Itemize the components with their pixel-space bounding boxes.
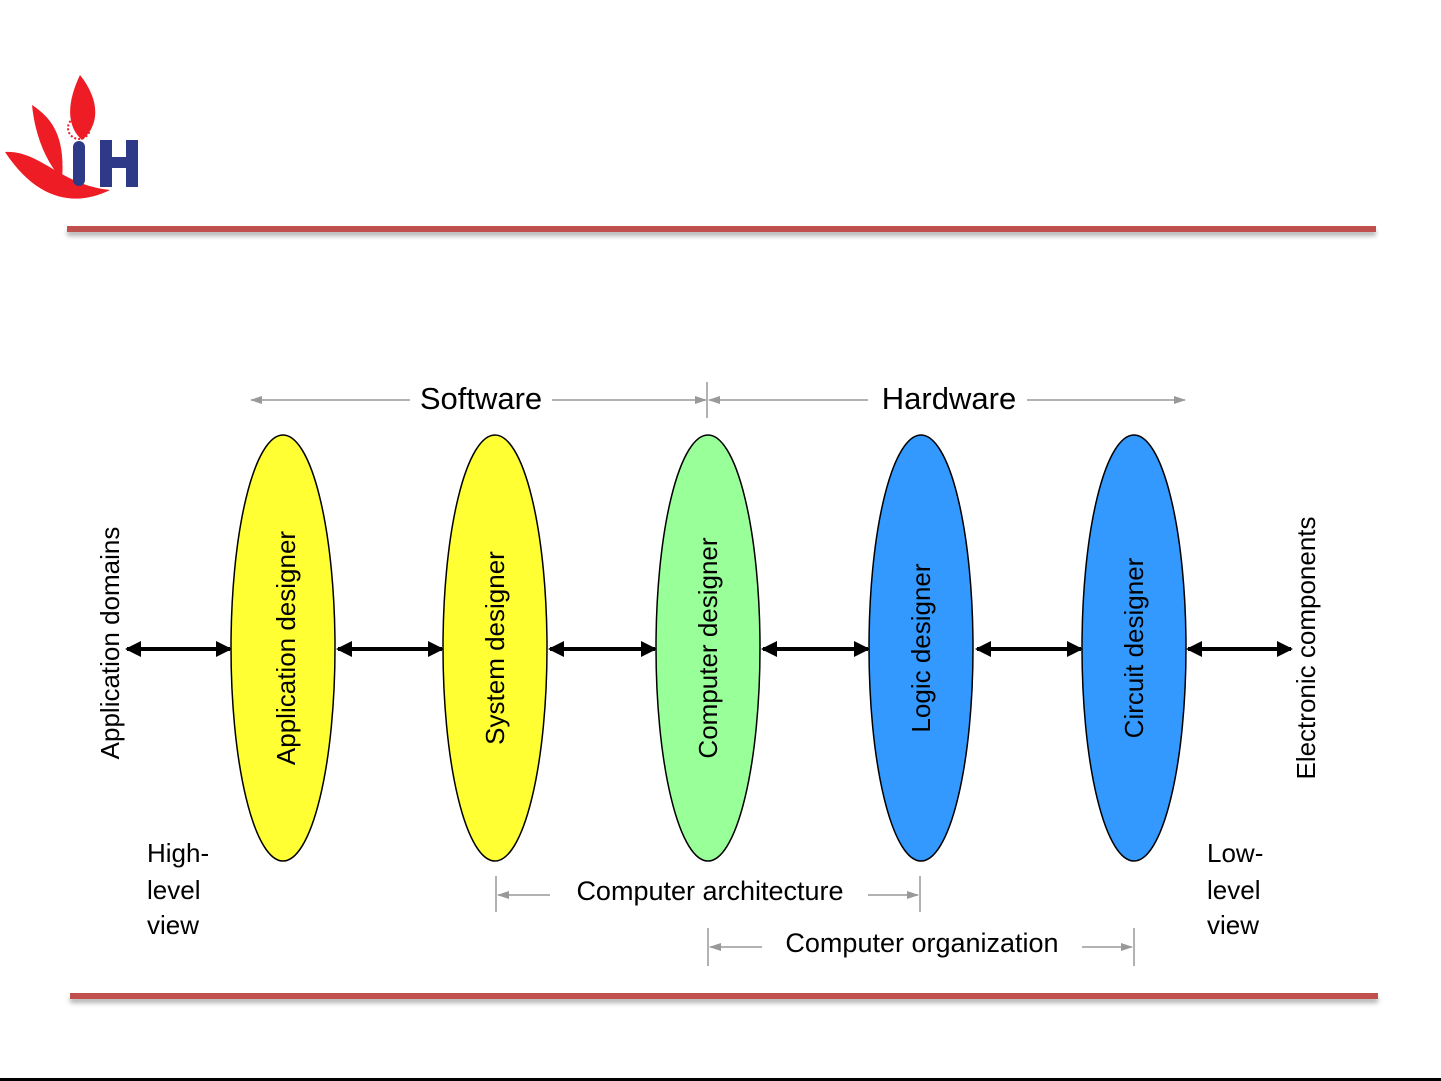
designer-label: Logic designer (906, 563, 936, 732)
computer-organization-label: Computer organization (785, 928, 1058, 958)
designer-system: System designer (442, 434, 548, 862)
university-logo (5, 75, 138, 199)
designer-label: Circuit designer (1119, 557, 1149, 738)
designer-computer: Computer designer (655, 434, 761, 862)
text-line: Low- (1207, 838, 1263, 868)
text-line: level (147, 875, 200, 905)
designer-label: System designer (480, 551, 510, 745)
computer-architecture-label: Computer architecture (576, 876, 843, 906)
hardware-range: Hardware (708, 381, 1186, 416)
application-domains-label: Application domains (95, 527, 125, 760)
designer-label: Application designer (271, 531, 301, 765)
designer-circuit: Circuit designer (1081, 434, 1187, 862)
bottom-divider (70, 993, 1378, 999)
hardware-label: Hardware (882, 381, 1016, 416)
software-range: Software (250, 381, 707, 416)
text-line: level (1207, 875, 1260, 905)
text-line: view (1207, 910, 1259, 940)
designer-logic: Logic designer (868, 434, 974, 862)
computer-organization-range: Computer organization (707, 928, 1135, 966)
text-line: view (147, 910, 199, 940)
slide-bottom-edge (0, 1078, 1441, 1081)
electronic-components-label: Electronic components (1291, 516, 1321, 779)
top-divider (67, 226, 1376, 232)
designer-application: Application designer (230, 434, 336, 862)
high-level-view-label: High- level view (147, 838, 209, 940)
text-line: High- (147, 838, 209, 868)
low-level-view-label: Low- level view (1207, 838, 1263, 940)
computer-architecture-range: Computer architecture (495, 876, 921, 912)
designer-label: Computer designer (693, 537, 723, 758)
software-label: Software (420, 381, 542, 416)
